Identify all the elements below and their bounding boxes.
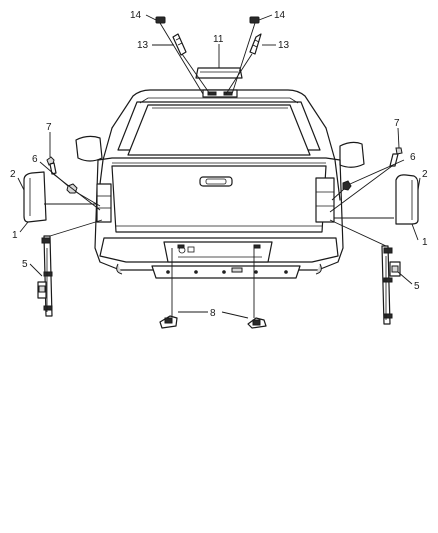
left-tail-lamp-housing <box>96 183 112 223</box>
callout-8: 8 <box>210 308 216 319</box>
lamp-bracket-right <box>381 245 401 325</box>
screw-right <box>249 33 262 55</box>
callout-labels: 14 14 13 13 11 7 7 6 6 2 2 1 1 5 5 8 <box>10 10 428 319</box>
rear-window <box>127 104 311 156</box>
bulb-left <box>155 16 166 24</box>
truck-rear-view <box>75 89 365 279</box>
tail-lamp-lens-left <box>23 171 47 223</box>
callout-13-left: 13 <box>137 40 149 51</box>
callout-14-right: 14 <box>274 10 286 21</box>
bolt-left <box>46 156 57 175</box>
screw-left <box>172 33 187 56</box>
callout-1-right: 1 <box>422 237 428 248</box>
callout-13-right: 13 <box>278 40 290 51</box>
leader-lines <box>17 14 421 319</box>
callout-2-right: 2 <box>422 169 428 180</box>
lamp-bracket-left <box>37 235 53 317</box>
callout-14-left: 14 <box>130 10 142 21</box>
tail-lamp-lens-right <box>395 174 419 225</box>
license-lamp-right <box>247 317 267 329</box>
bolt-right <box>389 147 403 167</box>
step-bumper <box>151 265 301 279</box>
callout-1-left: 1 <box>12 230 18 241</box>
nut-right <box>342 180 352 191</box>
left-mirror <box>75 135 103 162</box>
right-tail-lamp-housing <box>315 177 335 223</box>
tailgate-handle <box>199 176 233 187</box>
chmsl-lamp <box>195 67 243 98</box>
license-lamp-left <box>159 315 178 329</box>
callout-2-left: 2 <box>10 169 16 180</box>
callout-6-left: 6 <box>32 154 38 165</box>
callout-11: 11 <box>213 34 224 45</box>
callout-7-right: 7 <box>394 118 400 129</box>
callout-7-left: 7 <box>46 122 52 133</box>
callout-5-right: 5 <box>414 281 420 292</box>
tailgate <box>111 165 327 233</box>
right-mirror <box>339 141 365 168</box>
callout-6-right: 6 <box>410 152 416 163</box>
bulb-right <box>249 16 260 24</box>
callout-5-left: 5 <box>22 259 28 270</box>
